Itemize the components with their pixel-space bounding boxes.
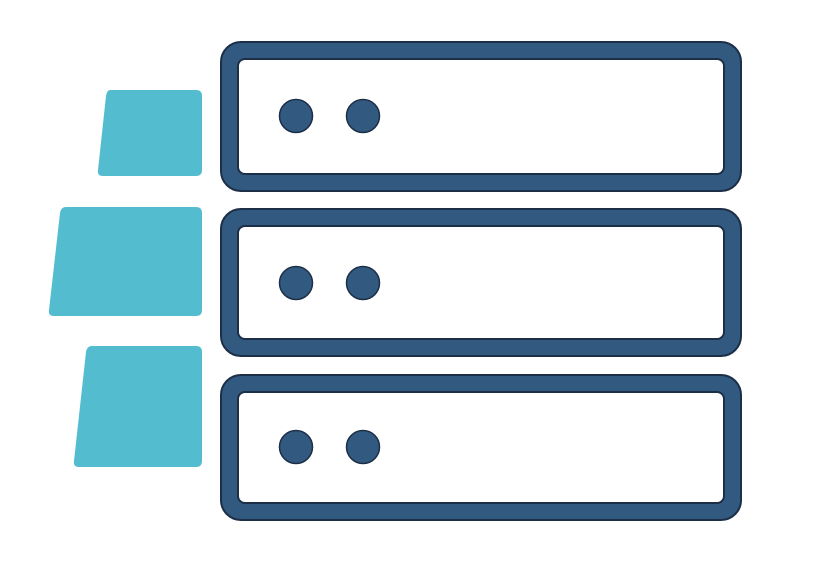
server-unit-bottom-panel [237,391,725,504]
server-unit-middle [220,208,742,357]
side-tab-middle [48,207,202,316]
side-tabs [48,90,202,467]
status-led-icon [278,98,314,134]
server-unit-bottom [220,374,742,521]
server-unit-top [220,41,742,192]
side-tab-top [97,90,202,176]
server-unit-middle-panel [237,225,725,340]
status-led-icon [278,265,314,301]
status-led-icon [345,429,381,465]
status-led-icon [278,429,314,465]
status-led-icon [345,265,381,301]
side-tab-bottom [73,346,202,467]
server-unit-top-panel [237,58,725,175]
status-led-icon [345,98,381,134]
